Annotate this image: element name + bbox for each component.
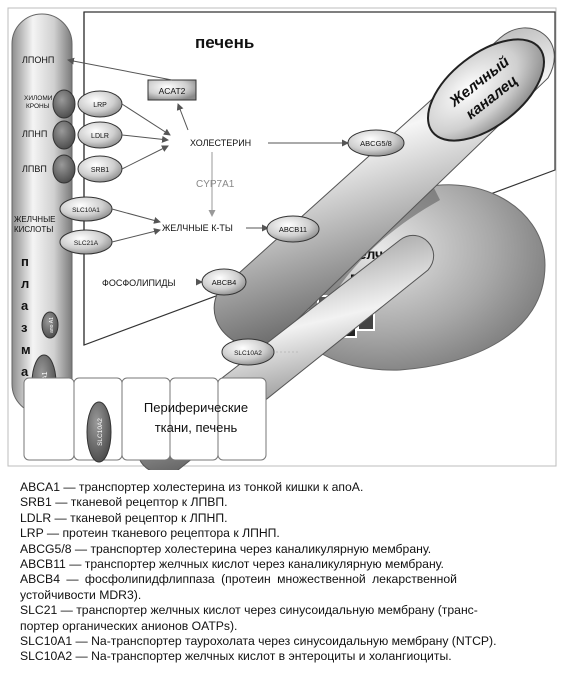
transporter-abcg58: ABCG5/8 [347, 129, 405, 157]
svg-text:SLC10A2: SLC10A2 [234, 350, 262, 357]
legend-line: SLC21 — транспортер желчных кислот через… [20, 603, 478, 618]
legend-line: SLC10A2 — Na-транспортер желчных кислот … [20, 649, 452, 664]
receptor-srb1: SRB1 [52, 154, 123, 184]
transporter-abcb4: ABCB4 [201, 268, 247, 296]
svg-text:м: м [21, 342, 31, 357]
transporter-slc10a2-cell: SLC10A2 [86, 401, 112, 463]
flow-arrows [67, 57, 349, 286]
legend-line: устойчивости MDR3). [20, 587, 142, 602]
label-lponp: ЛПОНП [22, 55, 54, 65]
plasma-letters: п л а з м а [21, 254, 31, 379]
legend-line: ABCB11 — транспортер желчных кислот чере… [20, 557, 444, 572]
legend-line: ABCG5/8 — транспортер холестерина через … [20, 541, 432, 556]
diagram-svg: печень Желчный пузырь Желчный каналец п … [7, 7, 557, 475]
label-bile-acids: ЖЕЛЧНЫЕ К-ТЫ [162, 223, 233, 233]
legend-line: ABCB4 — фосфолипидфлиппаза (протеин множ… [20, 572, 457, 587]
label-bile-acids-2: КИСЛОТЫ [14, 225, 53, 234]
transporter-slc10a1: SLC10A1 [59, 196, 113, 222]
legend-line: SRB1 — тканевой рецептор к ЛПВП. [20, 495, 228, 510]
legend-line: ABCA1 — транспортер холестерина из тонко… [20, 480, 364, 494]
svg-text:ABCG5/8: ABCG5/8 [360, 139, 392, 148]
svg-text:SRB1: SRB1 [91, 167, 109, 174]
svg-text:SLC10A1: SLC10A1 [72, 207, 100, 214]
svg-text:а: а [21, 298, 29, 313]
legend-line: SLC10A1 — Na-транспортер таурохолата чер… [20, 634, 497, 649]
transporter-slc21a: SLC21A [59, 229, 113, 255]
label-lpvp: ЛПВП [22, 164, 47, 174]
svg-text:SLC21A: SLC21A [74, 240, 99, 247]
svg-text:LRP: LRP [93, 102, 107, 109]
legend: ABCA1 — транспортер холестерина из тонко… [20, 480, 560, 665]
svg-text:л: л [21, 276, 29, 291]
svg-text:ABCB4: ABCB4 [212, 278, 237, 287]
svg-text:ABCB11: ABCB11 [279, 225, 307, 234]
svg-text:ACAT2: ACAT2 [159, 86, 186, 96]
apo-a1: апо А1 [41, 311, 59, 339]
svg-text:п: п [21, 254, 29, 269]
label-cholesterol: ХОЛЕСТЕРИН [190, 138, 251, 148]
label-bile-acids-1: ЖЕЛЧНЫЕ [14, 215, 56, 224]
bile-canal-opening [427, 38, 545, 142]
label-phospholipids: ФОСФОЛИПИДЫ [102, 278, 175, 288]
svg-text:LDLR: LDLR [91, 133, 109, 140]
label-lpnp: ЛПНП [22, 129, 47, 139]
svg-text:апо А1: апо А1 [49, 317, 55, 333]
svg-text:з: з [21, 320, 28, 335]
peripheral-label-1: Периферические [144, 400, 248, 415]
svg-text:а: а [21, 364, 29, 379]
diagram-figure: печень Желчный пузырь Желчный каналец п … [7, 7, 557, 475]
legend-line: LRP — протеин тканевого рецептора к ЛПНП… [20, 526, 280, 541]
label-chylomicrons-2: КРОНЫ [26, 103, 50, 110]
transporter-slc10a2-duct: SLC10A2 [221, 338, 275, 366]
receptor-lrp: LRP [52, 89, 123, 119]
transporter-abcb11: ABCB11 [266, 215, 320, 243]
label-chylomicrons-1: ХИЛОМИ [24, 95, 53, 102]
liver-title: печень [195, 33, 254, 52]
legend-line: портер органических анионов OATPs). [20, 618, 238, 633]
enzyme-acat2: ACAT2 [147, 79, 197, 101]
peripheral-cells [23, 377, 267, 461]
label-cyp7a1: CYP7A1 [196, 179, 235, 190]
svg-text:SLC10A2: SLC10A2 [97, 418, 104, 446]
receptor-ldlr: LDLR [52, 120, 123, 150]
legend-line: LDLR — тканевой рецептор к ЛПНП. [20, 510, 228, 525]
peripheral-label-2: ткани, печень [155, 420, 238, 435]
